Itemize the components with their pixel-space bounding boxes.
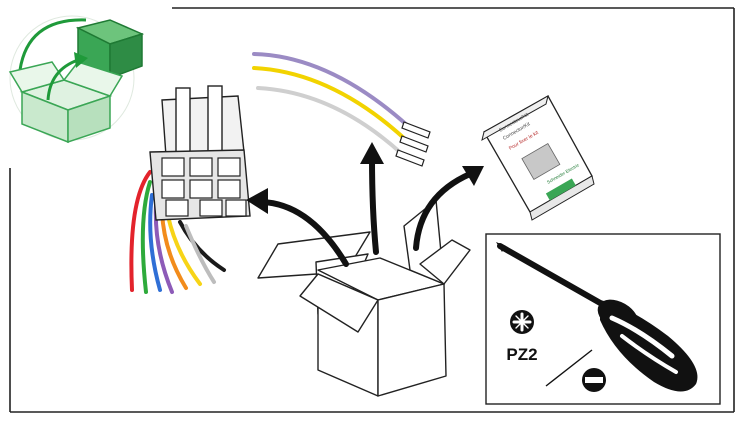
arrow-to-wires bbox=[369, 155, 379, 255]
tools-divider bbox=[545, 349, 593, 387]
screwdriver-icon bbox=[496, 242, 698, 392]
arrow-to-connector bbox=[259, 199, 349, 267]
tools-panel: PZ2 bbox=[485, 233, 721, 405]
manual-icon: Connecteur/Kit Connector/Kit Pour fixer … bbox=[481, 94, 595, 221]
pozidriv-icon bbox=[510, 310, 534, 334]
frame bbox=[9, 7, 735, 413]
connector-icon bbox=[129, 85, 251, 294]
wires-icon bbox=[252, 52, 431, 167]
arrows bbox=[259, 155, 473, 267]
bit-label: PZ2 bbox=[506, 345, 537, 364]
arrow-to-manual bbox=[413, 171, 473, 251]
green-box-icon bbox=[8, 15, 145, 144]
flathead-icon bbox=[582, 368, 606, 392]
arrow-heads bbox=[246, 142, 484, 214]
box-icon bbox=[257, 199, 471, 397]
